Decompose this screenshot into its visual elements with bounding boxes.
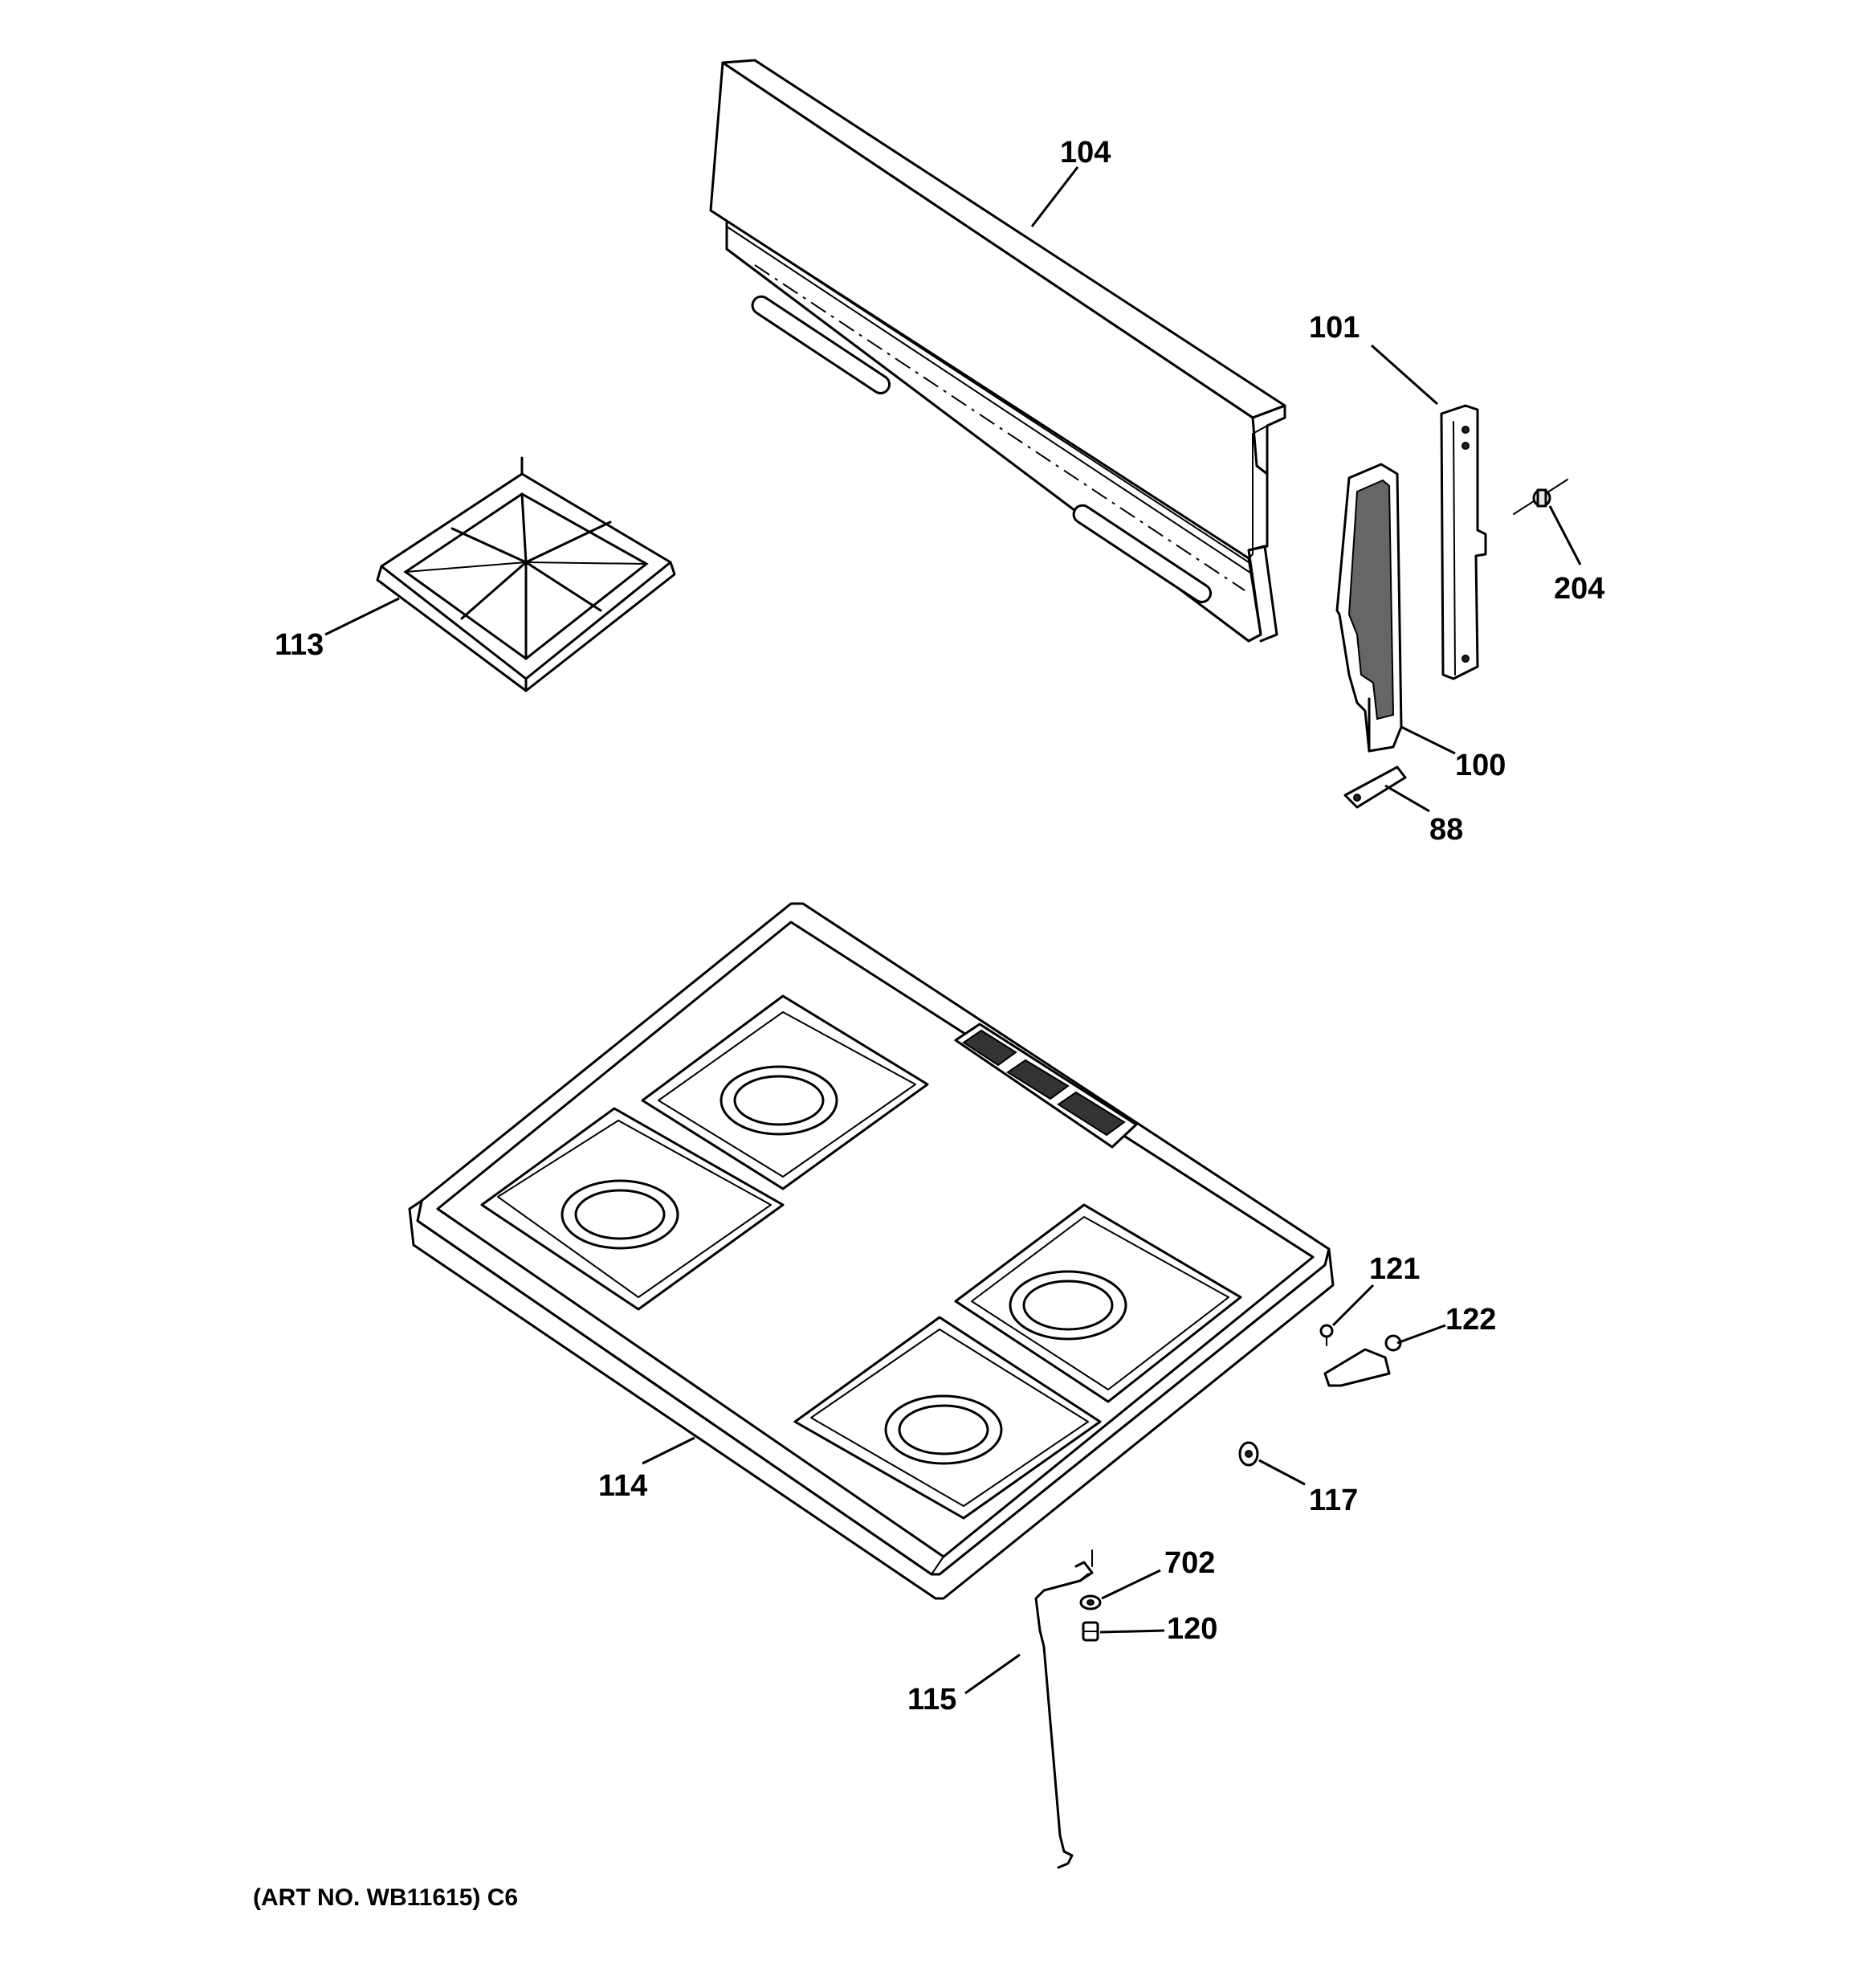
nut-part-117[interactable]	[1238, 1441, 1259, 1467]
leader-lines	[324, 166, 1582, 1695]
hinge-part-122[interactable]	[1323, 1334, 1402, 1387]
art-number: (ART NO. WB11615) C6	[253, 1884, 518, 1911]
screw-part-121[interactable]	[1319, 1324, 1334, 1346]
label-120: 120	[1167, 1612, 1217, 1646]
label-204: 204	[1554, 572, 1604, 606]
label-114: 114	[598, 1469, 647, 1503]
label-113: 113	[275, 628, 324, 662]
support-rod-part-115[interactable]	[1034, 1549, 1094, 1869]
end-cap-part-100[interactable]	[1335, 463, 1403, 753]
backsplash-part-104[interactable]	[709, 59, 1286, 643]
screw-part-204[interactable]	[1513, 479, 1568, 515]
label-115: 115	[907, 1683, 956, 1717]
side-trim-part-101[interactable]	[1440, 404, 1487, 680]
cooktop-part-114[interactable]	[408, 902, 1335, 1600]
label-88: 88	[1429, 813, 1463, 847]
bracket-part-88[interactable]	[1343, 765, 1407, 809]
label-122: 122	[1445, 1303, 1496, 1337]
washer-part-702[interactable]	[1079, 1594, 1102, 1610]
nut-part-120[interactable]	[1082, 1621, 1099, 1642]
label-702: 702	[1164, 1546, 1215, 1580]
label-121: 121	[1369, 1252, 1420, 1286]
label-101: 101	[1309, 311, 1360, 345]
burner-grate-part-113[interactable]	[376, 456, 676, 692]
label-104: 104	[1060, 136, 1111, 169]
label-100: 100	[1455, 749, 1506, 782]
label-117: 117	[1309, 1484, 1358, 1517]
